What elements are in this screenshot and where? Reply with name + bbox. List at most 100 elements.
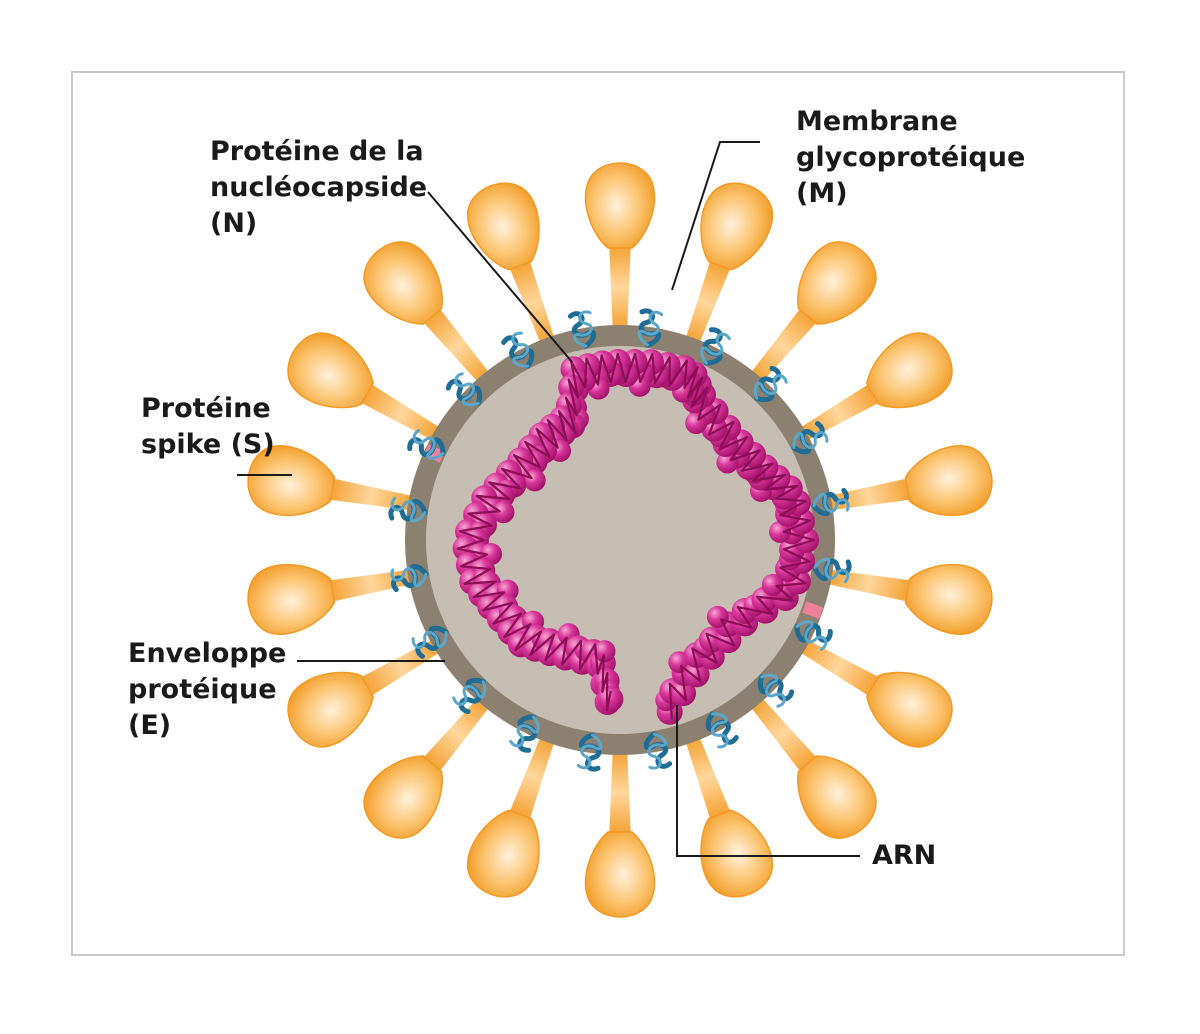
spike-stalk <box>354 380 446 444</box>
spike-stalk <box>820 568 918 603</box>
spike-head <box>247 563 336 635</box>
spike-protein <box>584 745 656 918</box>
nucleocapsid-bead <box>761 573 784 596</box>
spike-head <box>700 182 774 271</box>
leader-line-rna <box>676 705 860 857</box>
membrane-glycoprotein <box>643 731 673 770</box>
spike-protein <box>584 162 656 335</box>
nucleocapsid-bead <box>670 680 697 707</box>
spike-head <box>797 241 877 325</box>
membrane-protein-coil <box>637 310 664 347</box>
membrane-glycoprotein <box>411 625 449 659</box>
spike-head <box>700 809 774 898</box>
membrane-glycoprotein <box>812 557 852 584</box>
membrane-glycoprotein <box>637 308 664 348</box>
spike-head <box>247 445 336 517</box>
spike-protein <box>466 182 557 350</box>
spike-stalk <box>683 254 733 350</box>
leader-line-nucleocapsid <box>427 191 573 363</box>
membrane-glycoprotein <box>757 673 795 708</box>
spike-head <box>363 755 443 839</box>
spike-protein <box>287 332 446 444</box>
spike-head <box>866 332 953 409</box>
label-line: glycoprotéique <box>796 142 1026 173</box>
spike-protein <box>746 692 877 839</box>
nucleocapsid-bead <box>593 640 616 663</box>
label-line: (N) <box>210 208 258 239</box>
membrane-protein-coil <box>792 431 829 450</box>
label-line: (M) <box>796 178 848 209</box>
membrane-glycoprotein <box>501 331 535 369</box>
membrane-glycoprotein <box>700 327 731 366</box>
spike-stalk <box>746 303 822 388</box>
spike-protein <box>363 241 494 388</box>
spike-head <box>287 332 374 409</box>
nucleocapsid-bead <box>597 686 624 713</box>
spike-stalk <box>609 240 631 335</box>
spike-head <box>904 445 993 517</box>
spike-head <box>904 563 993 635</box>
spike-stalk <box>683 730 733 826</box>
label-line: protéique <box>128 674 277 705</box>
membrane-protein-coil <box>572 310 593 348</box>
membrane-protein-coil <box>812 492 850 513</box>
spike-head <box>584 162 656 249</box>
label-line: nucléocapside <box>210 172 428 203</box>
membrane-protein-coil <box>813 557 850 584</box>
spike-protein <box>466 730 557 898</box>
membrane-protein-coil <box>390 567 428 588</box>
envelope-protein-mark <box>802 601 824 619</box>
spike-protein <box>794 636 953 748</box>
membrane-glycoprotein <box>509 714 540 753</box>
membrane-glycoprotein <box>576 732 603 772</box>
membrane-protein-coil <box>412 429 445 460</box>
membrane-glycoproteins <box>388 308 852 772</box>
spike-protein <box>794 332 953 444</box>
spike-protein <box>820 563 993 635</box>
membrane-glycoprotein <box>445 372 483 407</box>
membrane-glycoprotein <box>705 711 739 749</box>
spike-stalk <box>609 745 631 840</box>
membrane-protein-coil <box>411 630 448 649</box>
membrane-protein-coil <box>511 331 530 368</box>
membrane-glycoprotein <box>452 677 487 715</box>
spike-stalk <box>354 636 446 700</box>
label-line: Membrane <box>796 106 958 137</box>
membrane-protein-coil <box>454 372 480 407</box>
spike-protein <box>363 692 494 839</box>
membrane-protein-coil <box>710 712 729 749</box>
label-line: ARN <box>872 840 937 871</box>
spike-protein <box>683 182 774 350</box>
label-rna: ARN <box>872 838 936 874</box>
membrane-glycoprotein <box>407 429 446 460</box>
membrane-protein-coil <box>509 715 540 748</box>
membrane-protein-coil <box>760 673 786 708</box>
nucleocapsid-bead <box>492 501 515 524</box>
spike-stalk <box>322 477 420 512</box>
label-envelope-protein: Enveloppe protéique (E) <box>128 636 286 744</box>
label-line: spike (S) <box>141 429 275 460</box>
spike-head <box>866 671 953 748</box>
nucleocapsid-bead <box>683 661 710 688</box>
spike-stalk <box>418 303 494 388</box>
spike-proteins <box>247 162 993 918</box>
spike-head <box>466 809 540 898</box>
label-spike-protein: Protéine spike (S) <box>141 391 275 463</box>
membrane-glycoprotein <box>811 487 850 517</box>
spike-stalk <box>418 692 494 777</box>
spike-protein <box>746 241 877 388</box>
membrane-protein-coil <box>700 332 731 365</box>
spike-head <box>584 831 656 918</box>
spike-stalk <box>507 730 557 826</box>
membrane-glycoprotein <box>390 563 429 593</box>
spike-head <box>363 241 443 325</box>
membrane-glycoprotein <box>791 421 829 455</box>
membrane-protein-coil <box>647 732 668 770</box>
spike-stalk <box>507 254 557 350</box>
label-line: Enveloppe <box>128 638 287 669</box>
membrane-protein-coil <box>576 733 603 770</box>
spike-protein <box>683 730 774 898</box>
membrane-protein-coil <box>390 496 427 523</box>
